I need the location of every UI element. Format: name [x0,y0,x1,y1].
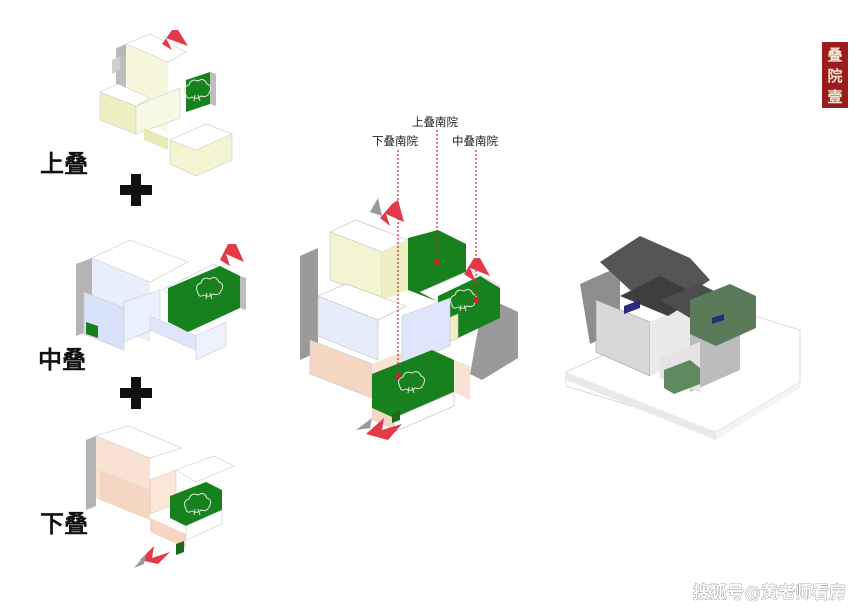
entry-arrow-icon [356,418,402,440]
middle-layer-model [76,239,246,361]
entry-arrow-icon [370,198,404,226]
entry-arrow-icon [162,30,188,50]
plus-icon [120,377,152,409]
watermark: 搜狐号@黄老师看房 [693,582,846,603]
entry-arrow-icon [134,546,170,568]
stack-label-lower: 下叠 [40,509,88,538]
rendered-massing-model [565,236,801,440]
plus-icon [120,174,152,206]
lower-layer-model [86,425,235,555]
stack-label-upper: 上叠 [40,149,88,178]
seal-char-2: 院 [827,67,842,85]
entry-arrow-icon [464,258,490,282]
label-lower-south-courtyard: 下叠南院 [372,134,418,148]
stack-label-middle: 中叠 [38,345,86,374]
seal-stamp: 叠 院 壹 [822,42,848,108]
seal-char-1: 叠 [827,46,842,64]
label-upper-south-courtyard: 上叠南院 [412,115,458,129]
label-middle-south-courtyard: 中叠南院 [452,134,498,148]
seal-char-3: 壹 [827,88,842,106]
entry-arrow-icon [220,244,244,266]
combined-model [300,219,518,433]
courtyard-leader-lines [395,130,479,379]
upper-layer-model [99,33,233,177]
